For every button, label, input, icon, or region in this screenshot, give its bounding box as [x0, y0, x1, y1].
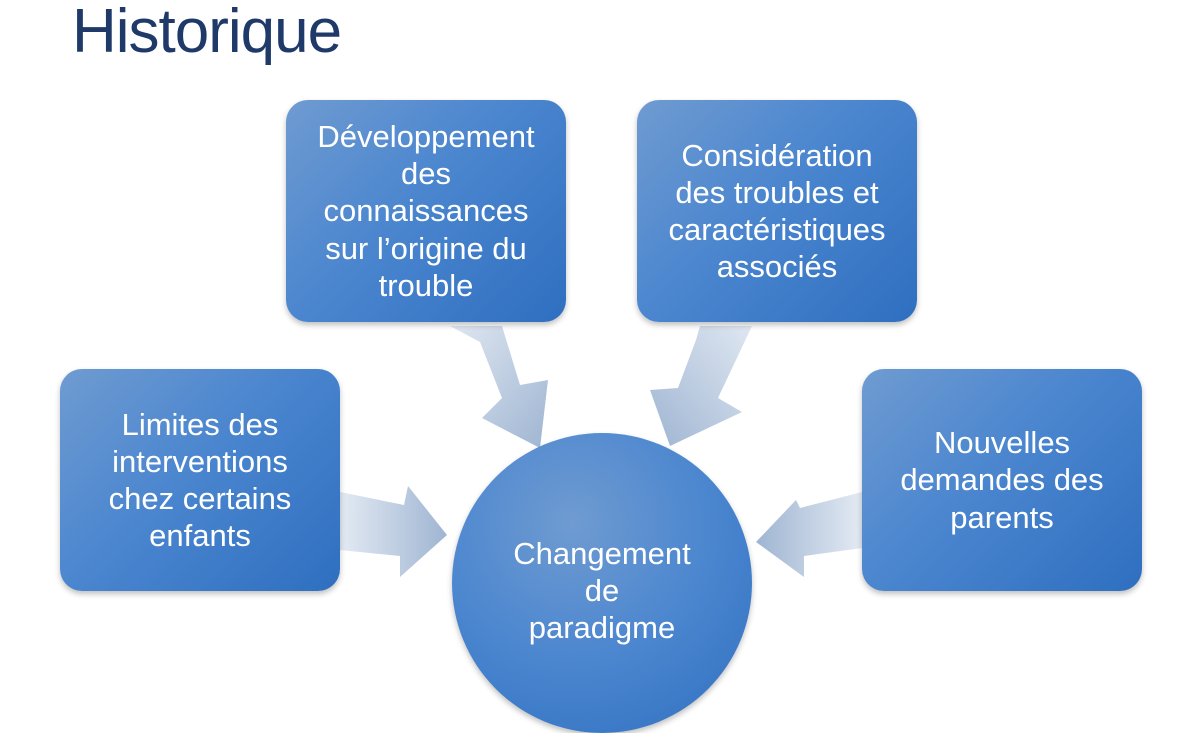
node-parent-requests-label: Nouvelles demandes des parents [900, 425, 1104, 535]
slide-title: Historique [72, 0, 342, 66]
arrow-top-right [650, 326, 752, 446]
arrow-right [756, 492, 862, 577]
node-development-label: Développement des connaissances sur l’or… [317, 119, 535, 303]
arrow-left [340, 486, 447, 577]
node-consideration-label: Considération des troubles et caractéris… [668, 137, 886, 285]
node-limits: Limites des interventions chez certains … [60, 369, 340, 591]
node-development: Développement des connaissances sur l’or… [286, 100, 566, 322]
arrow-top-left [450, 326, 548, 448]
node-consideration: Considération des troubles et caractéris… [637, 100, 917, 322]
center-label: Changement de paradigme [513, 536, 691, 646]
center-circle: Changement de paradigme [452, 433, 752, 733]
node-parent-requests: Nouvelles demandes des parents [862, 369, 1142, 591]
node-limits-label: Limites des interventions chez certains … [108, 406, 292, 554]
arrows-layer [340, 326, 862, 577]
